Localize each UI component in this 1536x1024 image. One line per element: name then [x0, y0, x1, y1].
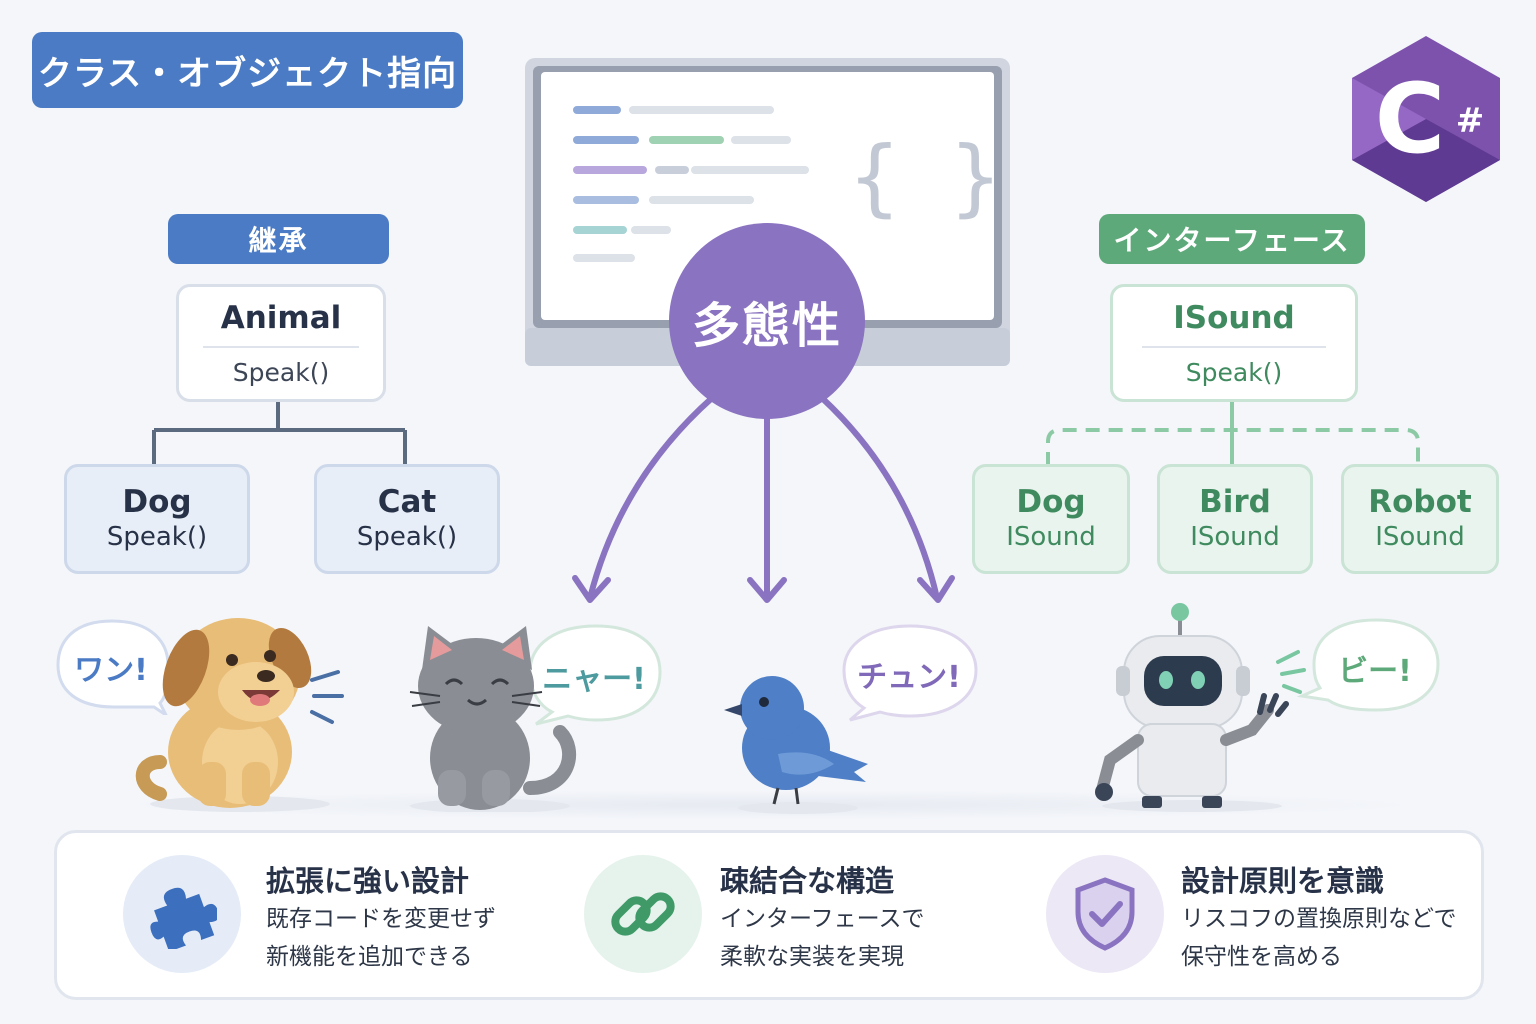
interface-connector [1046, 396, 1420, 466]
class-method: Speak() [232, 357, 330, 387]
interface-box-isound: ISound Speak() [1110, 284, 1358, 402]
class-name: Animal [220, 299, 342, 336]
inheritance-label: 継承 [168, 214, 389, 264]
bubble-text: ビー! [1338, 654, 1412, 689]
logo-hash: # [1456, 101, 1485, 141]
braces-icon: { } [849, 128, 1001, 226]
logo-c-letter: C [1375, 63, 1445, 175]
feature-title: 設計原則を意識 [1181, 864, 1385, 898]
feature-title: 拡張に強い設計 [266, 864, 470, 898]
robot-illustration [1095, 603, 1306, 812]
polymorphism-arrows [572, 395, 955, 603]
class-name: Robot [1368, 483, 1472, 520]
bubble-text: チュン! [857, 660, 961, 695]
sound-lines-icon [310, 670, 344, 724]
speech-bubble-robot: ビー! [1296, 616, 1442, 716]
class-box-animal: Animal Speak() [176, 284, 386, 402]
class-name: Cat [377, 483, 437, 520]
polymorphism-node: 多態性 [669, 223, 865, 419]
class-method: Speak() [356, 522, 458, 553]
interface-name: ISound [1173, 299, 1295, 336]
interface-label: インターフェース [1099, 214, 1365, 264]
feature-desc-line1: リスコフの置換原則などで [1181, 906, 1457, 932]
feature-icon-circle [1046, 855, 1164, 973]
class-name: Dog [122, 483, 192, 520]
puzzle-icon [150, 887, 217, 949]
class-interface: ISound [1375, 522, 1465, 553]
feature-icon-circle [584, 855, 702, 973]
inheritance-connector [152, 396, 407, 466]
class-box-cat: Cat Speak() [314, 464, 500, 574]
impl-box-dog: Dog ISound [972, 464, 1130, 574]
cat-illustration [409, 626, 577, 812]
feature-title: 疎結合な構造 [720, 864, 895, 898]
bubble-text: ニャー! [542, 662, 646, 697]
bird-illustration [724, 676, 868, 814]
speech-bubble-dog: ワン! [54, 615, 172, 715]
class-name: Dog [1016, 483, 1086, 520]
shield-check-icon [1075, 877, 1135, 951]
class-interface: ISound [1006, 522, 1096, 553]
speech-bubble-bird: チュン! [838, 622, 980, 722]
class-interface: ISound [1190, 522, 1280, 553]
feature-desc-line1: インターフェースで [720, 906, 925, 932]
chain-link-icon [611, 892, 675, 936]
class-box-dog: Dog Speak() [64, 464, 250, 574]
csharp-logo: C # [1348, 34, 1504, 204]
feature-panel [54, 830, 1484, 1000]
interface-method: Speak() [1185, 357, 1283, 387]
class-method: Speak() [106, 522, 208, 553]
feature-desc-line1: 既存コードを変更せず [266, 906, 496, 932]
feature-desc-line2: 保守性を高める [1181, 944, 1342, 970]
dog-illustration [135, 618, 330, 812]
impl-box-robot: Robot ISound [1341, 464, 1499, 574]
speech-bubble-cat: ニャー! [522, 622, 664, 726]
feature-icon-circle [123, 855, 241, 973]
class-name: Bird [1199, 483, 1271, 520]
page-title: クラス・オブジェクト指向 [32, 32, 463, 108]
bubble-text: ワン! [74, 653, 148, 688]
impl-box-bird: Bird ISound [1157, 464, 1313, 574]
feature-desc-line2: 柔軟な実装を実現 [720, 944, 904, 970]
feature-desc-line2: 新機能を追加できる [266, 944, 473, 970]
